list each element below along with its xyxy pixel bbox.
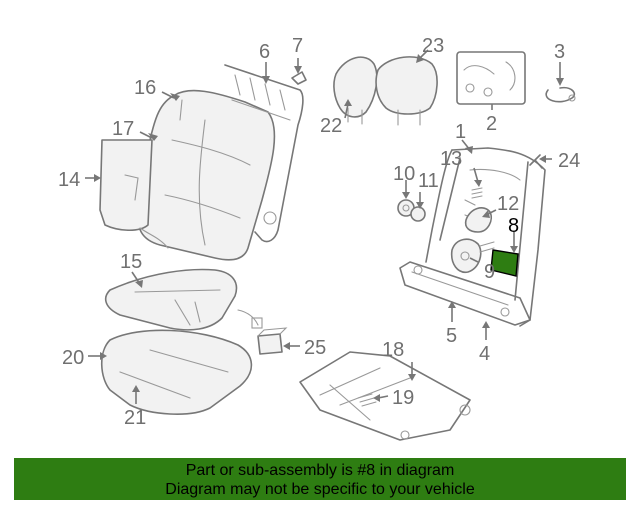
- leader-lines: [85, 49, 564, 404]
- callout-22: 22: [320, 115, 342, 137]
- callout-7: 7: [292, 35, 303, 57]
- callout-13: 13: [440, 148, 462, 170]
- highlighted-part-8: [479, 241, 519, 277]
- banner-line-disclaimer: Diagram may not be specific to your vehi…: [165, 481, 475, 498]
- callout-23: 23: [422, 35, 444, 57]
- callout-3: 3: [554, 41, 565, 63]
- seat-back-cushion: [137, 89, 276, 261]
- callout-16: 16: [134, 77, 156, 99]
- seat-cushion-pad: [104, 268, 263, 331]
- mechanism-9: [450, 238, 482, 274]
- headrest-23: [375, 56, 438, 126]
- callout-20: 20: [62, 347, 84, 369]
- callout-9: 9: [484, 261, 495, 283]
- clip-7: [291, 71, 307, 85]
- seat-back-frame: [425, 147, 546, 327]
- callout-19: 19: [392, 387, 414, 409]
- callout-11: 11: [418, 170, 439, 192]
- seat-track: [299, 351, 471, 441]
- callout-25: 25: [304, 337, 326, 359]
- callout-10: 10: [393, 163, 415, 185]
- cable-3: [545, 86, 576, 103]
- part-8-shape: [490, 249, 519, 277]
- knob-10: [397, 199, 415, 217]
- seat-back-panel: [224, 64, 304, 243]
- part-25-box: [257, 327, 288, 355]
- callout-17: 17: [112, 118, 134, 140]
- seat-cushion: [100, 329, 253, 415]
- callout-labels: 1 2 3 4 5 6 7 8 9 10 11 12 13 14 15 16 1…: [58, 35, 580, 429]
- back-board: [99, 139, 169, 249]
- recliner-rails: [399, 261, 531, 326]
- callout-6: 6: [259, 41, 270, 63]
- callout-18: 18: [382, 339, 404, 361]
- callout-4: 4: [479, 343, 490, 365]
- seat-parts-diagram: 1 2 3 4 5 6 7 8 9 10 11 12 13 14 15 16 1…: [58, 35, 580, 441]
- callout-14: 14: [58, 169, 80, 191]
- callout-24: 24: [558, 150, 580, 172]
- spring-19: [357, 393, 377, 407]
- spring-13: [471, 187, 483, 199]
- callout-1: 1: [455, 121, 466, 143]
- banner-line-part: Part or sub-assembly is #8 in diagram: [185, 462, 455, 479]
- part-info-banner: Part or sub-assembly is #8 in diagram Di…: [14, 458, 626, 500]
- headrest-22: [333, 56, 378, 125]
- knob-11: [410, 206, 426, 222]
- bolt-24: [529, 154, 543, 169]
- callout-15: 15: [120, 251, 142, 273]
- callout-12: 12: [497, 193, 519, 215]
- callout-2: 2: [486, 113, 497, 135]
- callout-21: 21: [124, 407, 146, 429]
- callout-8: 8: [508, 215, 519, 237]
- callout-5: 5: [446, 325, 457, 347]
- hardware-kit: [456, 51, 526, 105]
